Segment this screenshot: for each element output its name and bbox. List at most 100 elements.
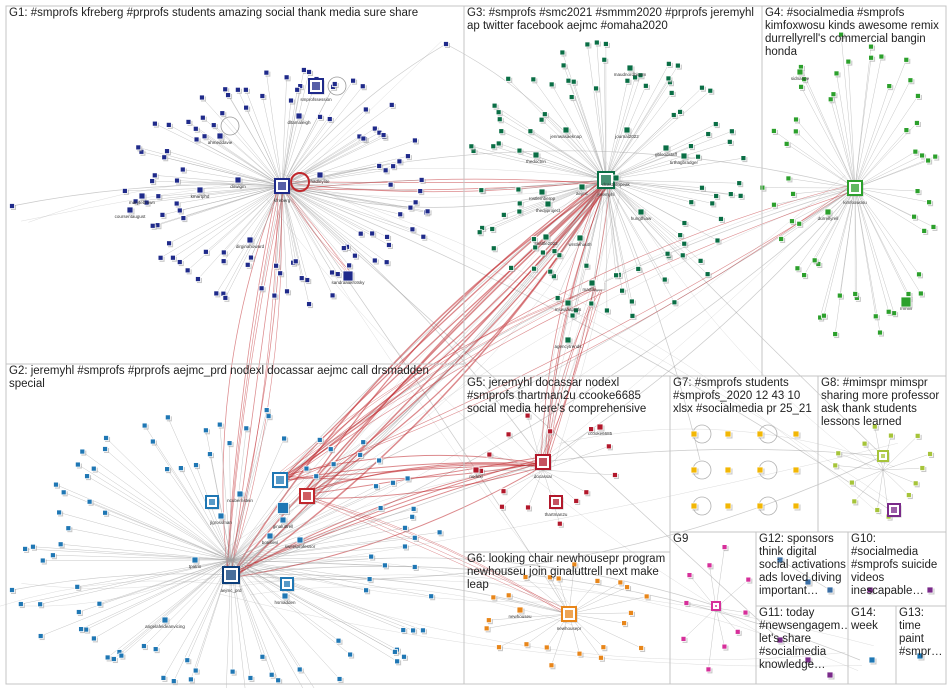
g10-node[interactable]	[866, 586, 875, 595]
g13-node[interactable]	[916, 652, 925, 661]
g2-node[interactable]	[184, 657, 192, 665]
g1-node[interactable]	[326, 116, 334, 124]
g14-node[interactable]	[868, 656, 877, 665]
g1-node[interactable]	[411, 137, 419, 145]
g2-node[interactable]	[363, 587, 371, 595]
g5-node[interactable]	[500, 488, 508, 496]
g2-labeled-node[interactable]	[296, 536, 305, 545]
g9-node[interactable]	[680, 635, 688, 643]
g3-node[interactable]	[628, 298, 636, 306]
g4-node[interactable]	[798, 83, 806, 91]
g1-node[interactable]	[288, 97, 296, 105]
g3-node[interactable]	[668, 90, 676, 97]
g1-node[interactable]	[242, 86, 250, 94]
g1-node[interactable]	[193, 136, 201, 144]
g5-node[interactable]	[499, 503, 506, 511]
g2-node[interactable]	[402, 543, 409, 551]
g3-node[interactable]	[583, 262, 591, 270]
g2-node[interactable]	[56, 509, 64, 517]
g1-node[interactable]	[263, 69, 271, 77]
g9-node[interactable]	[734, 628, 742, 636]
g5-labeled-node[interactable]	[472, 466, 481, 475]
g3-node[interactable]	[681, 220, 689, 228]
g5-node[interactable]	[547, 428, 555, 436]
g1-node[interactable]	[409, 226, 417, 234]
g4-node[interactable]	[796, 220, 804, 228]
g3-node[interactable]	[593, 85, 601, 93]
g3-labeled-node[interactable]	[532, 151, 541, 160]
g4-node[interactable]	[930, 224, 938, 231]
g2-node[interactable]	[347, 651, 355, 659]
g3-node[interactable]	[713, 193, 721, 201]
g3-node[interactable]	[704, 271, 712, 279]
g1-labeled-node[interactable]	[234, 176, 243, 185]
g1-node[interactable]	[201, 133, 209, 141]
g3-node[interactable]	[531, 236, 538, 244]
g8-node[interactable]	[851, 498, 859, 506]
g1-node[interactable]	[412, 199, 420, 207]
g4-node[interactable]	[885, 308, 893, 316]
g6-node[interactable]	[571, 561, 579, 569]
g1-node[interactable]	[179, 166, 187, 174]
g2-node[interactable]	[313, 473, 321, 481]
g3-node[interactable]	[489, 226, 497, 234]
g2-node[interactable]	[79, 448, 87, 456]
g3-labeled-node[interactable]	[662, 144, 671, 153]
g1-node[interactable]	[390, 163, 398, 171]
g5-node[interactable]	[525, 504, 533, 512]
g1-node[interactable]	[259, 93, 267, 101]
g3-node[interactable]	[516, 147, 524, 155]
g1-node[interactable]	[371, 125, 379, 133]
g1-node[interactable]	[277, 270, 285, 278]
g3-node-white[interactable]	[595, 280, 606, 291]
g3-node[interactable]	[495, 140, 503, 148]
g1-node[interactable]	[418, 177, 426, 184]
g1-node[interactable]	[329, 292, 337, 300]
g2-node[interactable]	[141, 643, 148, 651]
g1-node[interactable]	[184, 267, 192, 275]
g4-node-large[interactable]	[900, 296, 913, 309]
g4-node[interactable]	[912, 148, 920, 156]
g2-node[interactable]	[390, 479, 397, 487]
g1-node[interactable]	[380, 132, 388, 140]
g1-node[interactable]	[243, 104, 251, 112]
g3-node[interactable]	[695, 153, 703, 161]
g1-node[interactable]	[369, 230, 377, 238]
g1-node[interactable]	[284, 288, 292, 296]
g2-node[interactable]	[410, 627, 418, 635]
g7-node[interactable]	[690, 430, 699, 439]
g1-outlier-node[interactable]	[9, 203, 17, 211]
g2-node[interactable]	[141, 422, 149, 430]
g8-node[interactable]	[861, 440, 869, 448]
g4-node[interactable]	[794, 265, 802, 273]
g3-node[interactable]	[681, 240, 689, 248]
g4-node[interactable]	[916, 271, 924, 279]
g2-node[interactable]	[50, 552, 57, 560]
g3-node[interactable]	[712, 121, 720, 129]
g7-node[interactable]	[756, 430, 765, 439]
g8-node[interactable]	[874, 507, 882, 515]
g2-node[interactable]	[90, 465, 98, 473]
g3-node[interactable]	[688, 143, 695, 151]
g1-node[interactable]	[360, 135, 368, 143]
g4-node[interactable]	[917, 290, 925, 298]
g3-node[interactable]	[642, 82, 650, 90]
g6-node[interactable]	[523, 641, 531, 649]
g3-node[interactable]	[709, 200, 717, 208]
g10-node[interactable]	[926, 586, 935, 595]
g1-hub-node[interactable]	[274, 178, 291, 195]
g4-node[interactable]	[905, 291, 913, 298]
g1-node[interactable]	[149, 178, 157, 186]
g2-labeled-node[interactable]	[191, 556, 200, 565]
g3-node[interactable]	[527, 128, 535, 136]
g9-node[interactable]	[706, 562, 714, 570]
g2-node[interactable]	[265, 413, 273, 421]
g4-node[interactable]	[821, 312, 828, 320]
g6-node[interactable]	[496, 644, 503, 652]
g1-node[interactable]	[297, 83, 305, 91]
g1-node[interactable]	[359, 83, 367, 91]
g4-node[interactable]	[801, 76, 809, 84]
g3-node[interactable]	[699, 184, 706, 192]
g1-node[interactable]	[155, 193, 163, 201]
g2-node-large[interactable]	[277, 502, 291, 516]
